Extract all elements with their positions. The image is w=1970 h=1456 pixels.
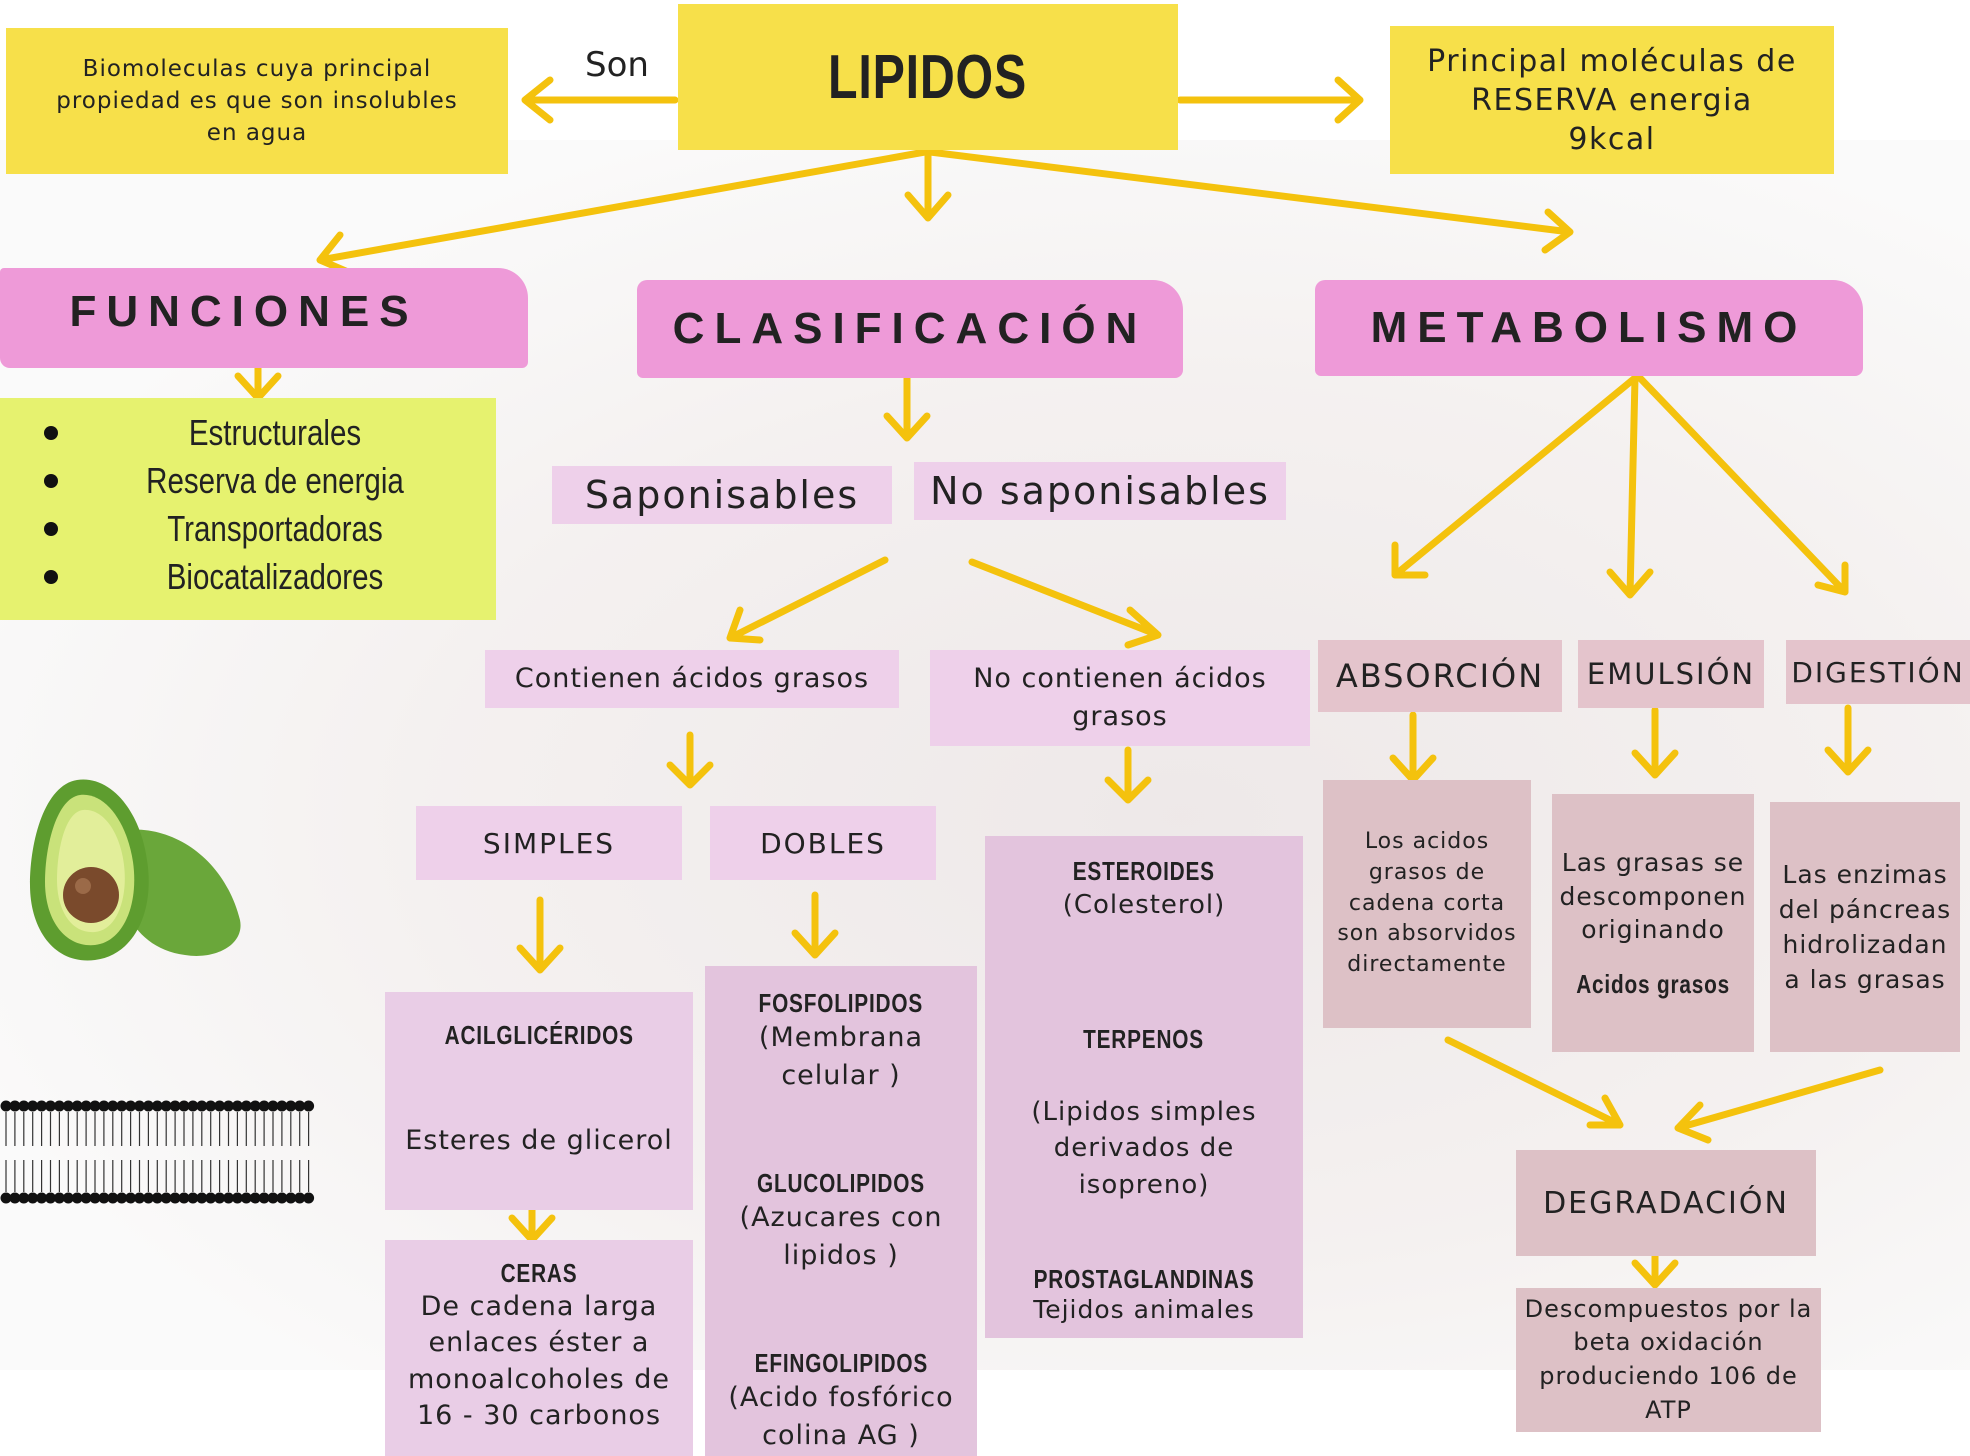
esteroides-title: ESTEROIDES: [1072, 856, 1216, 886]
arrow-absorcion-down: [1389, 711, 1437, 784]
arrow-to-contienen: [726, 556, 889, 644]
emulsion-detail-box: Las grasas se descomponen originando Aci…: [1552, 794, 1754, 1052]
no-contienen-detail-box: ESTEROIDES (Colesterol) TERPENOS (Lipido…: [985, 836, 1303, 1338]
degradacion-label: DEGRADACIÓN: [1543, 1185, 1789, 1221]
esteroides-text: (Colesterol): [1062, 890, 1226, 920]
list-item: Reserva de energia: [0, 458, 496, 506]
arrow-to-clasificacion: [904, 151, 952, 222]
emulsion-box: EMULSIÓN: [1578, 640, 1764, 708]
absorcion-box: ABSORCIÓN: [1318, 640, 1562, 712]
emulsion-text: Las grasas se descomponen originando: [1559, 847, 1747, 945]
arrow-to-reserve: [1176, 76, 1364, 124]
reserve-line1: Principal moléculas de: [1427, 43, 1797, 79]
emulsion-label: EMULSIÓN: [1586, 657, 1756, 691]
no-contienen-box: No contienen ácidos grasos: [930, 650, 1310, 746]
no-contienen-label: No contienen ácidos grasos: [973, 663, 1267, 732]
definition-text: Biomoleculas cuya principal propiedad es…: [56, 55, 458, 147]
glucolipidos-title: GLUCOLIPIDOS: [757, 1168, 925, 1198]
clasificacion-title: CLASIFICACIÓN: [672, 304, 1148, 353]
dobles-detail-box: FOSFOLIPIDOS (Membrana celular ) GLUCOLI…: [705, 966, 977, 1456]
arrow-emulsion-down: [1631, 706, 1679, 779]
funciones-header: FUNCIONES: [0, 268, 528, 368]
bullet-icon: [44, 426, 58, 440]
clasificacion-header: CLASIFICACIÓN: [637, 280, 1183, 378]
reserve-line2: RESERVA energia: [1471, 82, 1753, 118]
arrow-clasificacion-down: [883, 368, 931, 442]
membrane-icon: [0, 1100, 315, 1204]
metabolismo-header: METABOLISMO: [1315, 280, 1863, 376]
acilgliceridos-box: ACILGLICÉRIDOS Esteres de glicerol: [385, 992, 693, 1210]
terpenos-title: TERPENOS: [1083, 1024, 1205, 1054]
digestion-text: Las enzimas del páncreas hidrolizadan a …: [1778, 860, 1952, 994]
degradacion-detail-box: Descompuestos por la beta oxidación prod…: [1516, 1288, 1821, 1432]
arrow-digestion-to-degradacion: [1674, 1066, 1884, 1144]
funciones-list: Estructurales Reserva de energia Transpo…: [0, 410, 496, 602]
arrow-simples-down: [516, 896, 564, 974]
acilgliceridos-title: ACILGLICÉRIDOS: [444, 1020, 634, 1050]
simples-label: SIMPLES: [482, 826, 616, 860]
saponificables-label: Saponisables: [584, 473, 860, 517]
title-box: LIPIDOS: [678, 4, 1178, 150]
simples-box: SIMPLES: [416, 806, 682, 880]
arrow-to-no-contienen: [968, 558, 1162, 649]
absorcion-text: Los acidos grasos de cadena corta son ab…: [1337, 829, 1517, 978]
list-item: Estructurales: [0, 410, 496, 458]
page-title: LIPIDOS: [828, 42, 1028, 112]
digestion-box: DIGESTIÓN: [1786, 640, 1970, 704]
funciones-list-box: Estructurales Reserva de energia Transpo…: [0, 398, 496, 620]
arrow-to-absorcion: [1391, 374, 1639, 579]
fosfolipidos-title: FOSFOLIPIDOS: [758, 988, 924, 1018]
digestion-label: DIGESTIÓN: [1791, 655, 1965, 689]
bullet-icon: [44, 570, 58, 584]
efingolipidos-text: (Acido fosfórico colina AG ): [728, 1382, 954, 1451]
digestion-detail-box: Las enzimas del páncreas hidrolizadan a …: [1770, 802, 1960, 1052]
degradacion-box: DEGRADACIÓN: [1516, 1150, 1816, 1256]
bullet-icon: [44, 522, 58, 536]
efingolipidos-title: EFINGOLIPIDOS: [754, 1348, 928, 1378]
son-label: Son: [585, 45, 649, 85]
arrow-dobles-down: [791, 891, 839, 959]
contienen-box: Contienen ácidos grasos: [485, 650, 899, 708]
acilgliceridos-text: Esteres de glicerol: [405, 1125, 673, 1156]
dobles-box: DOBLES: [710, 806, 936, 880]
prostaglandinas-text: Tejidos animales: [1033, 1295, 1255, 1324]
arrow-to-digestion: [1636, 374, 1849, 596]
arrow-contienen-down: [666, 731, 714, 789]
bullet-icon: [44, 474, 58, 488]
arrow-no-contienen-down: [1104, 746, 1152, 804]
arrow-to-emulsion: [1606, 374, 1654, 599]
glucolipidos-text: (Azucares con lipidos ): [739, 1202, 943, 1271]
no-saponificables-box: No saponisables: [914, 462, 1286, 520]
metabolismo-title: METABOLISMO: [1370, 303, 1808, 352]
definition-box: Biomoleculas cuya principal propiedad es…: [6, 28, 508, 174]
arrow-to-metabolismo: [926, 148, 1574, 254]
reserve-box: Principal moléculas de RESERVA energia 9…: [1390, 26, 1834, 174]
list-item: Biocatalizadores: [0, 554, 496, 602]
funciones-title: FUNCIONES: [69, 287, 419, 336]
absorcion-detail-box: Los acidos grasos de cadena corta son ab…: [1323, 780, 1531, 1028]
ceras-box: CERAS De cadena larga enlaces éster a mo…: [385, 1240, 693, 1456]
dobles-label: DOBLES: [760, 826, 886, 860]
reserve-line3: 9kcal: [1568, 121, 1656, 157]
terpenos-text: (Lipidos simples derivados de isopreno): [1031, 1097, 1257, 1200]
arrow-digestion-down: [1824, 704, 1872, 776]
prostaglandinas-title: PROSTAGLANDINAS: [1033, 1264, 1255, 1294]
avocado-icon: [30, 779, 241, 961]
ceras-title: CERAS: [500, 1258, 578, 1288]
degradacion-text: Descompuestos por la beta oxidación prod…: [1524, 1294, 1813, 1424]
arrow-absorcion-to-degradacion: [1444, 1036, 1624, 1129]
ceras-text: De cadena larga enlaces éster a monoalco…: [407, 1291, 670, 1432]
absorcion-label: ABSORCIÓN: [1335, 657, 1545, 695]
saponificables-box: Saponisables: [552, 466, 892, 524]
list-item: Transportadoras: [0, 506, 496, 554]
arrow-to-definition: [521, 76, 679, 124]
no-saponificables-label: No saponisables: [930, 469, 1270, 513]
contienen-label: Contienen ácidos grasos: [514, 663, 870, 695]
emulsion-bold: Acidos grasos: [1576, 969, 1730, 1000]
fosfolipidos-text: (Membrana celular ): [758, 1022, 924, 1091]
